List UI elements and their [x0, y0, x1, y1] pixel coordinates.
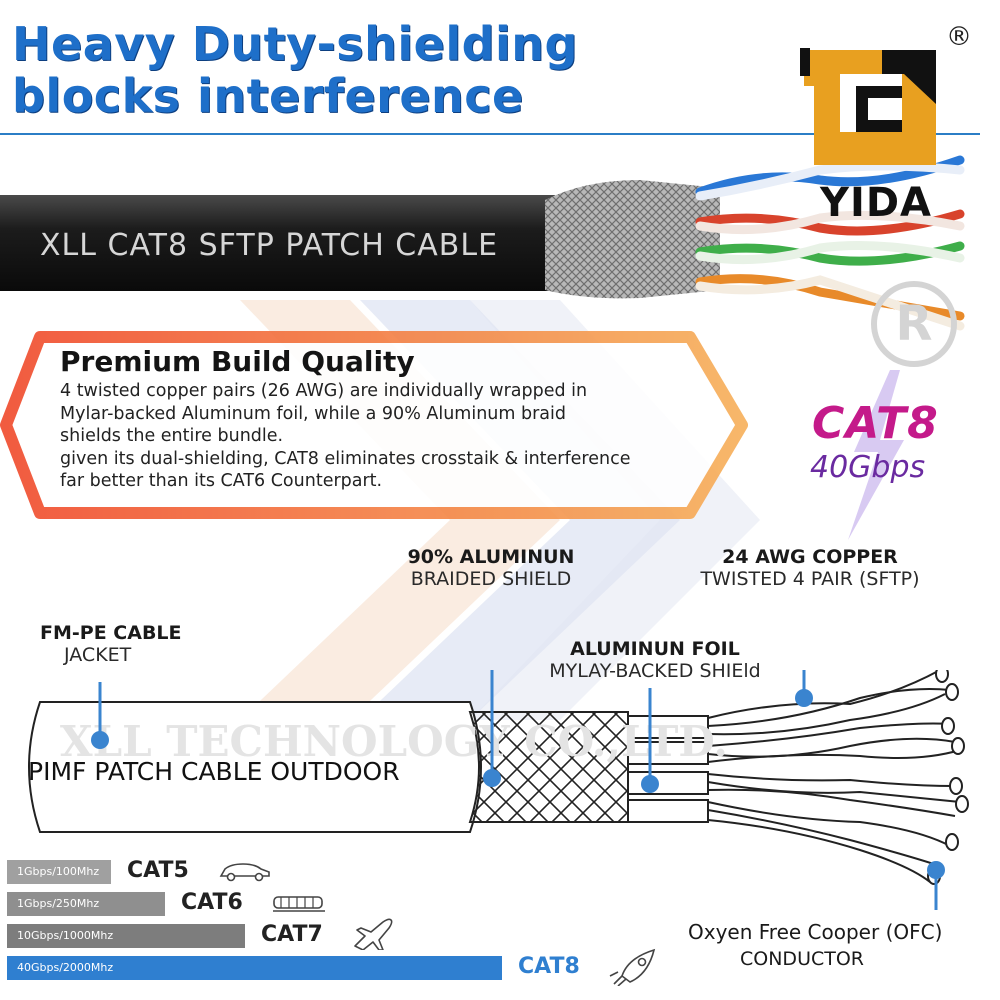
cable-diagram: XLL TECHNOLOGY CO.,LTD.	[28, 670, 969, 910]
headline-line-2: blocks interference	[12, 69, 524, 123]
cable-photo	[0, 155, 965, 331]
cable-jacket	[0, 195, 555, 291]
twisted-pairs	[695, 155, 965, 331]
callout-foil-sub: MYLAY-BACKED SHIEld	[549, 660, 761, 682]
callout-conductor-sub: CONDUCTOR	[740, 948, 865, 970]
headline-line-1: Heavy Duty-shielding	[12, 17, 578, 71]
callout-jacket-title: FM-PE CABLE	[40, 622, 182, 644]
callout-jacket-sub: JACKET	[64, 644, 132, 666]
feature-card-line: given its dual-shielding, CAT8 eliminate…	[60, 448, 631, 469]
feature-card-line: Mylar-backed Aluminum foil, while a 90% …	[60, 403, 567, 424]
car-icon	[217, 860, 273, 886]
callout-copper-sub: TWISTED 4 PAIR (SFTP)	[700, 568, 920, 590]
feature-card-title: Premium Build Quality	[60, 345, 415, 378]
lightning-bolt-icon	[848, 370, 904, 540]
diagram-braid	[468, 711, 629, 823]
registered-watermark-icon: R	[871, 281, 957, 367]
callout-braid-title: 90% ALUMINUN	[407, 546, 575, 568]
callout-copper: 24 AWG COPPER TWISTED 4 PAIR (SFTP)	[680, 546, 940, 590]
diagram-watermark: XLL TECHNOLOGY CO.,LTD.	[60, 717, 728, 766]
svg-text:R: R	[896, 296, 933, 352]
comparison-bar-speed: 1Gbps/100Mhz	[17, 865, 100, 878]
comparison-chart: 1Gbps/100Mhz CAT5 1Gbps/250Mhz CAT6 10Gbps/1…	[7, 858, 656, 1000]
callout-jacket: FM-PE CABLE JACKET	[40, 622, 182, 666]
rocket-icon	[608, 946, 668, 990]
comparison-cat-label: CAT5	[127, 858, 189, 883]
comparison-cat-label: CAT8	[518, 954, 580, 979]
registered-mark: ®	[946, 22, 972, 52]
comparison-bar-speed: 10Gbps/1000Mhz	[17, 929, 114, 942]
comparison-bar: 40Gbps/2000Mhz	[7, 956, 502, 980]
diagram-foil	[627, 715, 709, 823]
comparison-bar-speed: 40Gbps/2000Mhz	[17, 961, 114, 974]
diagram-twisted-wires	[707, 670, 961, 883]
comparison-bar: 10Gbps/1000Mhz	[7, 924, 245, 948]
brand-name: YIDA	[820, 180, 933, 226]
comparison-bar: 1Gbps/100Mhz	[7, 860, 111, 884]
feature-card-shape	[0, 331, 748, 519]
callout-conductor-title: Oxyen Free Cooper (OFC)	[688, 920, 943, 944]
airplane-icon	[351, 918, 397, 954]
train-icon	[271, 892, 327, 918]
yida-logo	[800, 48, 936, 165]
callout-foil: ALUMINUN FOIL MYLAY-BACKED SHIEld	[530, 638, 780, 682]
comparison-bar-speed: 1Gbps/250Mhz	[17, 897, 100, 910]
comparison-cat-label: CAT7	[261, 922, 323, 947]
comparison-bar: 1Gbps/250Mhz	[7, 892, 165, 916]
braid-shield	[545, 180, 720, 299]
cat8-badge-label: CAT8	[812, 398, 939, 449]
callout-braid: 90% ALUMINUN BRAIDED SHIELD	[386, 546, 596, 590]
diagram-label: PIMF PATCH CABLE OUTDOOR	[28, 757, 400, 786]
feature-card-line: 4 twisted copper pairs (26 AWG) are indi…	[60, 381, 588, 401]
callout-pointers	[91, 670, 945, 910]
headline: Heavy Duty-shielding blocks interference	[12, 18, 578, 122]
callout-braid-sub: BRAIDED SHIELD	[410, 568, 572, 590]
feature-card-line: shields the entire bundle.	[60, 426, 284, 446]
diagram-wire-ends	[927, 670, 969, 885]
cat8-badge-speed: 40Gbps	[810, 450, 926, 485]
callout-foil-title: ALUMINUN FOIL	[570, 638, 740, 660]
feature-card-body: 4 twisted copper pairs (26 AWG) are indi…	[60, 380, 630, 493]
feature-card-line: far better than its CAT6 Counterpart.	[60, 471, 383, 491]
header-divider	[0, 133, 980, 135]
callout-copper-title: 24 AWG COPPER	[722, 546, 898, 568]
cable-photo-label: XLL CAT8 SFTP PATCH CABLE	[40, 228, 499, 263]
comparison-cat-label: CAT6	[181, 890, 243, 915]
